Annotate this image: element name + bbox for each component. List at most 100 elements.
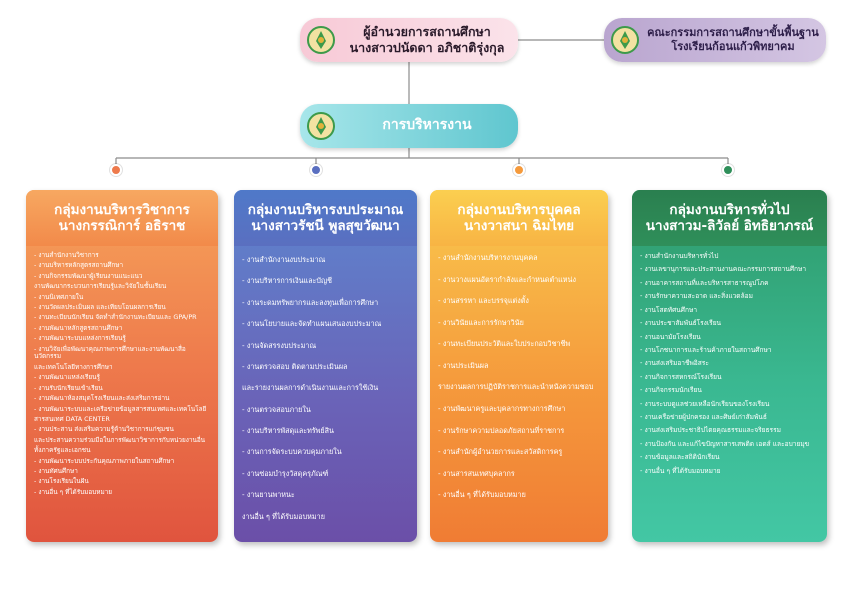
task-item: - งานระดมทรัพยากรและลงทุนเพื่อการศึกษา bbox=[242, 297, 379, 307]
task-item: - งานวิจัยเพื่อพัฒนาคุณภาพการศึกษาและงาน… bbox=[34, 344, 186, 361]
task-item: - งานนโยบายและจัดทำแผนเสนองบประมาณ bbox=[242, 319, 382, 329]
task-item: - งานทะเบียนนักเรียน จัดทำสำนักงานทะเบีย… bbox=[34, 313, 197, 322]
administration-label: การบริหารงาน bbox=[382, 117, 472, 134]
node-dot-academic bbox=[110, 164, 122, 176]
task-item: - งานพัฒนาระบบแหล่งการเรียนรู้ bbox=[34, 334, 126, 343]
group-title: กลุ่มงานบริหารทั่วไป bbox=[669, 201, 790, 218]
task-item: - งานโสตทัศนศึกษา bbox=[640, 305, 698, 314]
task-item: - งานกิจกรรมนักเรียน bbox=[640, 386, 702, 395]
task-item: - งานสำนักงานวิชาการ bbox=[34, 251, 99, 259]
task-item: - งานป้องกัน และแก้ไขปัญหาสารเสพติด เอดส… bbox=[640, 439, 810, 448]
group-header-budget: กลุ่มงานบริหารงบประมาณ นางสาวรัชนี พูลสุ… bbox=[234, 190, 417, 246]
task-item: - งานสารสนเทศบุคลากร bbox=[438, 468, 515, 478]
task-item: - งานข้อมูลและสถิตินักเรียน bbox=[640, 453, 720, 462]
task-item: - งานกิจการสหกรณ์โรงเรียน bbox=[640, 372, 722, 381]
board-line-2: โรงเรียนก้อนแก้วพิทยาคม bbox=[671, 40, 795, 53]
task-item: - งานอนามัยโรงเรียน bbox=[640, 332, 701, 341]
task-item: - งานทะเบียนประวัติและใบประกอบวิชาชีพ bbox=[438, 339, 571, 349]
task-item: - งานเครือข่ายผู้ปกครอง และศิษย์เก่าสัมพ… bbox=[640, 413, 767, 422]
task-item: - งานพัฒนาระบบและเครือข่ายข้อมูลสารสนเทศ… bbox=[34, 404, 207, 413]
school-board-box: คณะกรรมการสถานศึกษาขั้นพื้นฐาน โรงเรียนก… bbox=[604, 18, 826, 62]
task-item: รายงานผลการปฏิบัติราชการและนำหนังความชอบ bbox=[438, 382, 594, 392]
school-seal-icon bbox=[611, 26, 639, 54]
task-list: - งานสำนักงานวิชาการ - งานบริหารหลักสูตรส… bbox=[34, 251, 210, 497]
director-name: นางสาวปนัดดา อภิชาติรุ่งกุล bbox=[349, 40, 505, 55]
group-header-personnel: กลุ่มงานบริหารบุคคล นางวาสนา ฉิมไทย bbox=[430, 190, 608, 246]
task-item: - งานประสาน ส่งเสริมความรู้ด้านวิชาการแก… bbox=[34, 425, 174, 434]
task-item: - งานบริหารการเงินและบัญชี bbox=[242, 276, 332, 286]
group-card-personnel: กลุ่มงานบริหารบุคคล นางวาสนา ฉิมไทย - งา… bbox=[430, 190, 608, 542]
task-item: - งานประเมินผล bbox=[438, 360, 489, 370]
task-item: สารสนเทศ DATA CENTER bbox=[34, 414, 110, 423]
node-dot-budget bbox=[310, 164, 322, 176]
task-item: - งานรักษาความสะอาด และสิ่งแวดล้อม bbox=[640, 292, 753, 301]
task-item: - งานพัฒนาระบบประกันคุณภาพภายในสถานศึกษา bbox=[34, 456, 175, 465]
group-header-general: กลุ่มงานบริหารทั่วไป นางสาวม-ลิวัลย์ อิท… bbox=[632, 190, 827, 246]
task-item: - งานยานพาหนะ bbox=[242, 490, 295, 500]
group-title: กลุ่มงานบริหารวิชาการ bbox=[54, 201, 190, 218]
task-item: - งานสำนักงานบริหารทั่วไป bbox=[640, 252, 719, 260]
task-list: - งานสำนักงานงบประมาณ - งานบริหารการเงินแ… bbox=[242, 255, 409, 521]
task-item: - งานกิจกรรมพัฒนาผู้เรียนงานแนะแนว bbox=[34, 271, 143, 280]
director-box: ผู้อำนวยการสถานศึกษา นางสาวปนัดดา อภิชาต… bbox=[300, 18, 518, 62]
board-line-1: คณะกรรมการสถานศึกษาขั้นพื้นฐาน bbox=[647, 26, 819, 40]
task-item: - งานพัฒนาห้องสมุดโรงเรียนและส่งเสริมการ… bbox=[34, 394, 170, 403]
group-head-name: นางวาสนา ฉิมไทย bbox=[463, 218, 574, 234]
node-dot-general bbox=[722, 164, 734, 176]
task-item: งานอื่น ๆ ที่ได้รับมอบหมาย bbox=[242, 511, 325, 521]
school-seal-icon bbox=[307, 26, 335, 54]
task-item: - งานรับนักเรียนเข้าเรียน bbox=[34, 383, 103, 392]
task-item: - งานพัฒนาแหล่งเรียนรู้ bbox=[34, 373, 100, 382]
task-item: - งานอื่น ๆ ที่ได้รับมอบหมาย bbox=[438, 490, 526, 500]
task-item: และรายงานผลการดำเนินงานและการใช้เงิน bbox=[242, 383, 379, 393]
task-item: - งานตรวจสอบ ติดตามประเมินผล bbox=[242, 361, 348, 371]
task-item: งานพัฒนากระบวนการเรียนรู้และวิจัยในชั้นเ… bbox=[34, 282, 167, 291]
task-item: - งานอื่น ๆ ที่ได้รับมอบหมาย bbox=[640, 466, 721, 475]
group-card-academic: กลุ่มงานบริหารวิชาการ นางกรรณิการ์ อธิรา… bbox=[26, 190, 218, 542]
task-item: - งานอื่น ๆ ที่ได้รับมอบหมาย bbox=[34, 487, 113, 496]
school-seal-icon bbox=[307, 112, 335, 140]
node-dot-personnel bbox=[513, 164, 525, 176]
task-item: - งานวัดผลประเมินผล และเทียบโอนผลการเรีย… bbox=[34, 303, 166, 312]
group-card-general: กลุ่มงานบริหารทั่วไป นางสาวม-ลิวัลย์ อิท… bbox=[632, 190, 827, 542]
task-item: - งานประชาสัมพันธ์โรงเรียน bbox=[640, 319, 722, 328]
group-head-name: นางสาวรัชนี พูลสุขวัฒนา bbox=[251, 218, 400, 234]
group-head-name: นางสาวม-ลิวัลย์ อิทธิยาภรณ์ bbox=[645, 218, 814, 234]
task-item: - งานพัฒนาครูและบุคลากรทางการศึกษา bbox=[438, 404, 566, 414]
task-item: - งานบริหารพัสดุและทรัพย์สิน bbox=[242, 426, 334, 435]
task-item: ทั้งภาครัฐและเอกชน bbox=[34, 446, 91, 455]
group-title: กลุ่มงานบริหารงบประมาณ bbox=[247, 201, 404, 218]
task-item: - งานพัฒนาหลักสูตรสถานศึกษา bbox=[34, 323, 123, 332]
task-item: - งานระบบดูแลช่วยเหลือนักเรียนของโรงเรีย… bbox=[640, 399, 770, 408]
task-item: - งานวางแผนอัตรากำลังและกำหนดตำแหน่ง bbox=[438, 274, 576, 284]
task-item: - งานทัศนศึกษา bbox=[34, 466, 78, 475]
task-item: - งานเลขานุการและประสานงานคณะกรรมการสถาน… bbox=[640, 265, 807, 274]
task-item: - งานส่งเสริมประชาธิปไตยคุณธรรมและจริยธร… bbox=[640, 426, 781, 435]
task-item: - งานจัดสรรงบประมาณ bbox=[242, 340, 317, 350]
task-item: และประสานความร่วมมือในการพัฒนาวิชาการกับ… bbox=[34, 435, 206, 444]
task-list: - งานสำนักงานบริหารงานบุคคล - งานวางแผนอั… bbox=[438, 253, 600, 500]
task-item: - งานสำนักผู้อำนวยการและสวัสดิการครู bbox=[438, 447, 563, 457]
task-item: - งานบริหารหลักสูตรสถานศึกษา bbox=[34, 261, 124, 270]
group-title: กลุ่มงานบริหารบุคคล bbox=[457, 201, 581, 218]
task-item: - งานวินัยและการรักษาวินัย bbox=[438, 317, 524, 327]
group-head-name: นางกรรณิการ์ อธิราช bbox=[58, 218, 186, 234]
task-item: - งานรักษาความปลอดภัยสถานที่ราชการ bbox=[438, 425, 565, 435]
task-item: - งานโภชนาการและร้านค้าภายในสถานศึกษา bbox=[640, 345, 772, 354]
task-item: - งานซ่อมบำรุงวัสดุครุภัณฑ์ bbox=[242, 468, 329, 478]
task-item: - งานตรวจสอบภายใน bbox=[242, 404, 311, 414]
task-item: - งานสำนักงานบริหารงานบุคคล bbox=[438, 253, 538, 262]
task-item: - งานการจัดระบบควบคุมภายใน bbox=[242, 447, 342, 457]
task-item: - งานอาคารสถานที่และบริหารสาธารณูปโภค bbox=[640, 278, 769, 287]
task-item: - งานสำนักงานงบประมาณ bbox=[242, 255, 326, 264]
task-item: และเทคโนโลยีทางการศึกษา bbox=[34, 362, 113, 371]
task-item: - งานสรรหา และบรรจุแต่งตั้ง bbox=[438, 296, 529, 306]
task-item: - งานโรงเรียนในฝัน bbox=[34, 477, 89, 486]
administration-box: การบริหารงาน bbox=[300, 104, 518, 148]
group-card-budget: กลุ่มงานบริหารงบประมาณ นางสาวรัชนี พูลสุ… bbox=[234, 190, 417, 542]
task-item: - งานส่งเสริมอาชีพอิสระ bbox=[640, 359, 709, 368]
director-title: ผู้อำนวยการสถานศึกษา bbox=[363, 24, 491, 40]
group-header-academic: กลุ่มงานบริหารวิชาการ นางกรรณิการ์ อธิรา… bbox=[26, 190, 218, 246]
task-item: - งานนิเทศภายใน bbox=[34, 292, 84, 301]
task-list: - งานสำนักงานบริหารทั่วไป - งานเลขานุการแ… bbox=[640, 252, 819, 475]
